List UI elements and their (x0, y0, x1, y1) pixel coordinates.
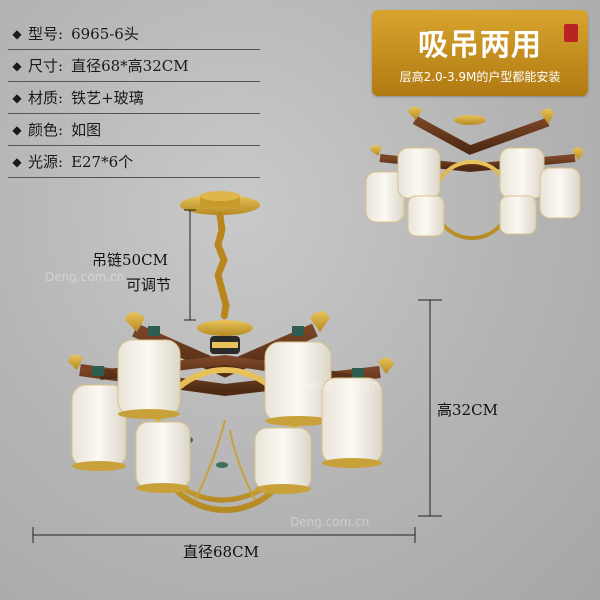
badge-title: 吸吊两用 (418, 28, 542, 63)
spec-label: 颜色: (28, 121, 64, 139)
spec-value: E27*6个 (71, 153, 134, 171)
spec-list: ◆ 型号: 6965-6头 ◆ 尺寸: 直径68*高32CM ◆ 材质: 铁艺+… (8, 18, 260, 178)
dimension-lines (32, 209, 442, 543)
bullet-icon: ◆ (12, 90, 22, 105)
spec-label: 材质: (28, 89, 64, 107)
diameter-label: 直径68CM (183, 543, 259, 561)
spec-row-material: ◆ 材质: 铁艺+玻璃 (8, 82, 260, 114)
spec-row-model: ◆ 型号: 6965-6头 (8, 18, 260, 50)
spec-value: 铁艺+玻璃 (71, 89, 144, 107)
spec-value: 直径68*高32CM (71, 57, 189, 75)
spec-label: 光源: (28, 153, 64, 171)
chain (214, 211, 230, 322)
flush-mount-chandelier (365, 106, 584, 240)
bullet-icon: ◆ (12, 58, 22, 73)
watermark: Deng.com.cn (45, 270, 125, 284)
chain-length-label: 吊链50CM (92, 251, 168, 269)
bullet-icon: ◆ (12, 26, 22, 41)
spec-row-size: ◆ 尺寸: 直径68*高32CM (8, 50, 260, 82)
seal-icon (564, 24, 578, 42)
spec-row-light-source: ◆ 光源: E27*6个 (8, 146, 260, 178)
glass-shades (71, 339, 383, 494)
chain-adjustable-label: 可调节 (126, 276, 172, 294)
height-label: 高32CM (437, 401, 498, 419)
badge-subtitle: 层高2.0-3.9M的户型都能安装 (399, 70, 561, 84)
spec-value: 6965-6头 (71, 25, 139, 43)
mount-type-badge: 吸吊两用 层高2.0-3.9M的户型都能安装 (372, 10, 588, 96)
bullet-icon: ◆ (12, 154, 22, 169)
spec-row-color: ◆ 颜色: 如图 (8, 114, 260, 146)
watermark: Deng.com.cn (290, 515, 370, 529)
spec-label: 型号: (28, 25, 64, 43)
spec-value: 如图 (71, 121, 102, 139)
bullet-icon: ◆ (12, 122, 22, 137)
spec-label: 尺寸: (28, 57, 64, 75)
watermark: Deng.com.cn (300, 378, 380, 392)
main-chandelier (68, 191, 394, 513)
